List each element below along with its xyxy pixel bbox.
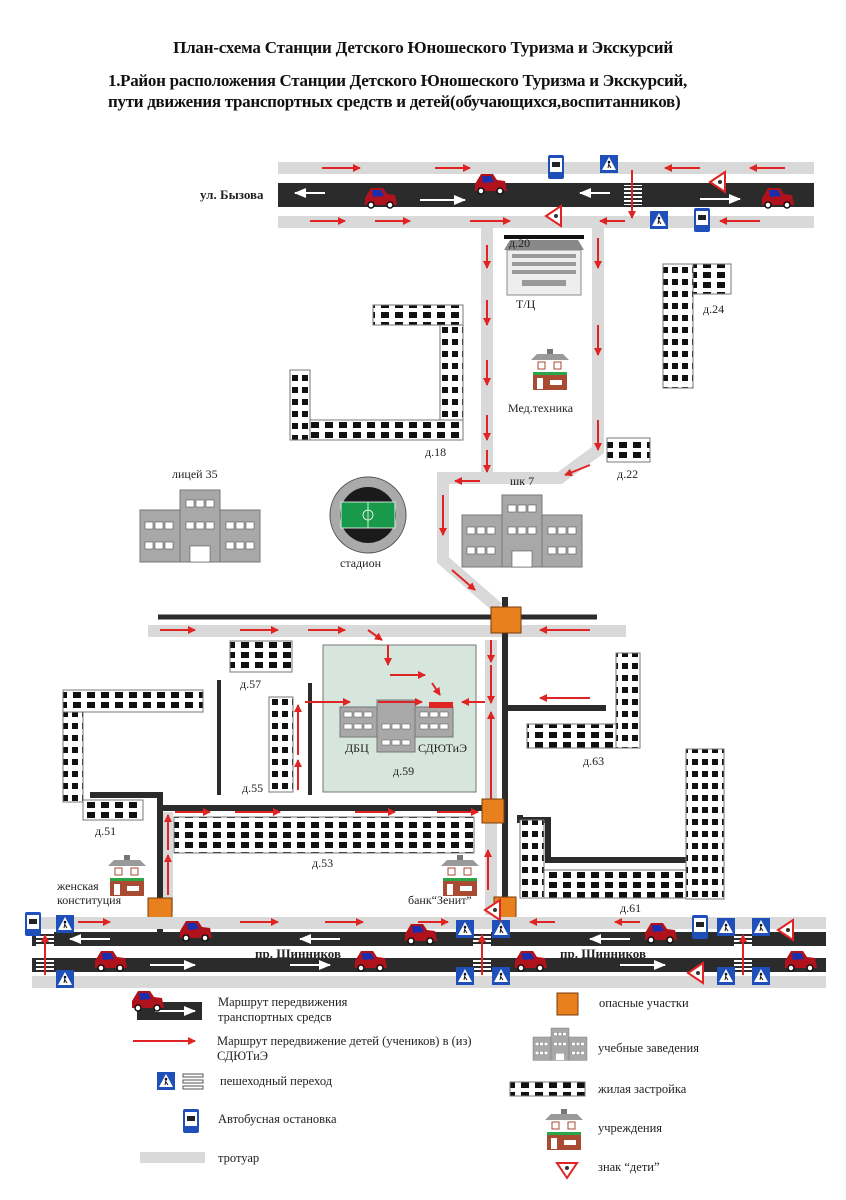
pedestrian-crossing-icon <box>599 154 619 174</box>
institution-icon <box>544 1108 584 1151</box>
label-d22: д.22 <box>617 467 638 481</box>
middle-roads <box>90 597 690 935</box>
institution-icon <box>440 854 480 897</box>
pedestrian-crossing-icon <box>156 1071 176 1091</box>
label-dbc: ДБЦ <box>345 741 369 755</box>
label-d20: д.20 <box>509 236 530 250</box>
legend-item-vehicle-route: Маршрут передвижения транспортных средсв <box>218 995 348 1024</box>
shopping-center: д.20 Т/Ц <box>504 235 584 311</box>
label-stadium: стадион <box>340 556 382 570</box>
children-sign-icon <box>556 1162 578 1179</box>
label-d51: д.51 <box>95 824 116 838</box>
car-icon <box>514 950 548 972</box>
school-7 <box>461 494 583 568</box>
danger-zone-icon <box>490 606 522 634</box>
institution-icon <box>530 348 570 391</box>
street-shinnikov: пр. Шинников пр. Шинников <box>25 899 826 989</box>
building-d53 <box>173 816 475 854</box>
page-subtitle: 1.Район расположения Станции Детского Юн… <box>108 70 687 112</box>
sidewalk-icon <box>140 1152 205 1163</box>
bus-stop-icon <box>25 912 41 936</box>
label-d24: д.24 <box>703 302 724 316</box>
legend-item-residential: жилая застройка <box>598 1082 687 1096</box>
legend-item-schools: учебные заведения <box>598 1041 699 1055</box>
building-d57 <box>229 640 293 673</box>
pedestrian-crossing-icon <box>649 210 669 230</box>
legend-item-sidewalk: тротуар <box>218 1151 260 1165</box>
residential-icon <box>509 1081 586 1097</box>
building-d24: д.24 <box>662 263 732 389</box>
walk-paths-north <box>437 228 604 613</box>
label-d63: д.63 <box>583 754 604 768</box>
building-d61 <box>519 748 725 900</box>
child-route-arrows-middle <box>160 626 590 895</box>
legend-icons <box>131 990 588 1179</box>
legend-item-danger: опасные участки <box>599 996 689 1010</box>
label-bank: банк“Зенит” <box>408 893 472 907</box>
pedestrian-crossing-icon <box>455 966 475 986</box>
label-lyceum: лицей 35 <box>172 467 218 481</box>
subtitle-line-2: пути движения транспортных средств и дет… <box>108 92 681 111</box>
subtitle-line-1: 1.Район расположения Станции Детского Юн… <box>108 71 687 90</box>
bus-stop-icon <box>694 208 710 232</box>
car-icon <box>131 990 165 1012</box>
pedestrian-crossing-icon <box>716 966 736 986</box>
building-d55 <box>268 696 294 793</box>
building-d22 <box>606 437 651 463</box>
bus-stop-icon <box>692 915 708 939</box>
pedestrian-crossing-icon <box>491 966 511 986</box>
pedestrian-crossing-icon <box>55 969 75 989</box>
bus-stop-icon <box>548 155 564 179</box>
label-sdyute: СДЮТиЭ <box>418 741 467 755</box>
label-med-tech: Мед.техника <box>508 401 574 415</box>
pedestrian-crossing-icon <box>716 917 736 937</box>
institution-icon <box>107 854 147 897</box>
page-title: План-схема Станции Детского Юношеского Т… <box>173 38 673 57</box>
label-womens-2: конституция <box>57 893 122 907</box>
sidewalk-north <box>278 162 814 174</box>
label-d61: д.61 <box>620 901 641 915</box>
road-byzova <box>278 183 814 207</box>
building-d18: д.18 <box>289 304 464 459</box>
car-icon <box>94 950 128 972</box>
building-d63 <box>526 652 641 749</box>
pedestrian-crossing-icon <box>491 919 511 939</box>
stadium-icon <box>329 476 407 554</box>
car-icon <box>784 950 818 972</box>
label-d59: д.59 <box>393 764 414 778</box>
legend-item-crossing: пешеходный переход <box>220 1074 333 1088</box>
street-label-shinnikov: пр. Шинников <box>255 946 341 961</box>
label-d53: д.53 <box>312 856 333 870</box>
zebra-legend-icon <box>182 1073 204 1090</box>
legend-item-institutions: учреждения <box>598 1121 663 1135</box>
street-label-byzova: ул. Бызова <box>200 187 264 202</box>
danger-zone-icon <box>481 798 505 824</box>
building-d59 <box>339 699 454 753</box>
school-icon <box>532 1027 588 1061</box>
danger-zone-icon <box>556 992 579 1016</box>
pedestrian-crossing-icon <box>455 919 475 939</box>
building-d51 <box>62 689 204 821</box>
bus-stop-icon <box>183 1109 199 1133</box>
car-icon <box>474 173 508 195</box>
street-byzova: ул. Бызова <box>200 154 814 232</box>
label-d57: д.57 <box>240 677 261 691</box>
label-tc: Т/Ц <box>516 297 536 311</box>
legend-item-bus-stop: Автобусная остановка <box>218 1112 337 1126</box>
label-d18: д.18 <box>425 445 446 459</box>
label-d55: д.55 <box>242 781 263 795</box>
label-school7: шк 7 <box>510 474 534 488</box>
legend-item-children-route: Маршрут передвижение детей (учеников) в … <box>217 1034 472 1063</box>
pedestrian-crossing-icon <box>751 917 771 937</box>
car-icon <box>354 950 388 972</box>
sdyute-entrance <box>429 702 453 708</box>
legend-item-children-sign: знак “дети” <box>598 1160 660 1174</box>
sidewalk-south <box>278 216 814 228</box>
pedestrian-crossing-icon <box>751 966 771 986</box>
school-lyceum-35 <box>139 489 261 563</box>
pedestrian-crossing-icon <box>55 914 75 934</box>
label-womens-1: женская <box>56 879 99 893</box>
street-label-shinnikov-2: пр. Шинников <box>560 946 646 961</box>
